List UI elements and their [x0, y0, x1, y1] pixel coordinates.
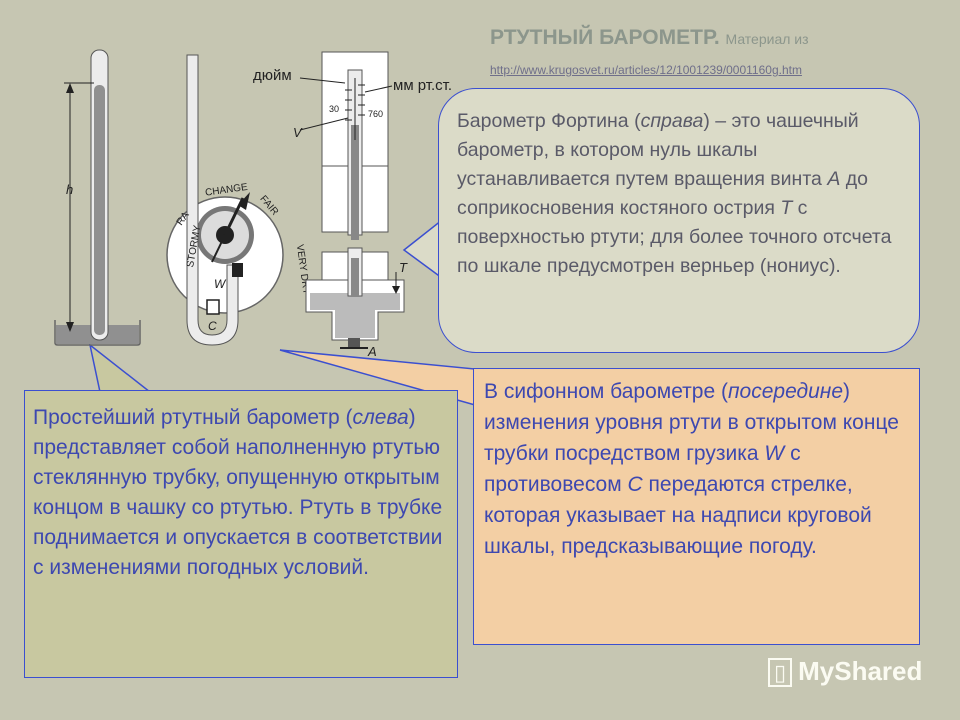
- source-link[interactable]: http://www.krugosvet.ru/articles/12/1001…: [490, 63, 802, 77]
- fortin-text-2: ) – это чашечный барометр, в котором нул…: [457, 110, 859, 190]
- fortin-description: Барометр Фортина (справа) – это чашечный…: [438, 88, 920, 353]
- fortin-text-em-1: справа: [640, 110, 704, 132]
- watermark-logo: ▯MyShared: [768, 656, 922, 687]
- label-t: T: [399, 260, 408, 275]
- fortin-text-em-3: T: [780, 197, 793, 219]
- right-bubble-tail: [402, 218, 443, 280]
- label-mm: мм рт.ст.: [393, 77, 452, 94]
- page-title: РТУТНЫЙ БАРОМЕТР. Материал из: [490, 26, 809, 50]
- title-source: Материал из: [725, 31, 809, 47]
- fortin-barometer: 30 760 дюйм мм рт.ст. V T A: [253, 51, 452, 359]
- siphon-text-em-3: C: [627, 473, 643, 496]
- simple-barometer: h: [54, 49, 141, 346]
- watermark-text: MyShared: [798, 656, 923, 686]
- siphon-text-4: передаются стрелке, которая указывает на…: [484, 473, 872, 558]
- siphon-text-em-2: W: [764, 442, 785, 465]
- siphon-text-em-1: посередине: [727, 380, 844, 403]
- label-c: C: [208, 319, 217, 333]
- simple-barometer-description: Простейший ртутный барометр (слева) пред…: [24, 390, 458, 678]
- title-text: РТУТНЫЙ БАРОМЕТР: [490, 26, 714, 49]
- fortin-text-1: Барометр Фортина (: [457, 110, 641, 132]
- label-h: h: [66, 182, 73, 197]
- label-a: A: [367, 344, 377, 359]
- fortin-text-3: до соприкосновения костяного острия: [457, 168, 868, 219]
- tick-30: 30: [329, 104, 339, 114]
- tick-760: 760: [368, 109, 383, 119]
- label-w: W: [214, 277, 227, 291]
- siphon-text-2: ) изменения уровня ртути в открытом конц…: [484, 380, 899, 465]
- label-inch: дюйм: [253, 67, 292, 84]
- siphon-text-3: с противовесом: [484, 442, 801, 496]
- simple-text-em-1: слева: [352, 406, 409, 429]
- fortin-text-em-2: A: [827, 168, 841, 190]
- title-dot: .: [713, 26, 720, 49]
- fortin-text-4: с поверхностью ртути; для более точного …: [457, 197, 892, 277]
- left-box-tail: [88, 343, 153, 393]
- simple-text-1: Простейший ртутный барометр (: [33, 406, 353, 429]
- siphon-barometer: CHANGE FAIR VERY DRY STORMY RA W C: [166, 54, 312, 346]
- siphon-barometer-description: В сифонном барометре (посередине) измене…: [473, 368, 920, 645]
- label-v: V: [293, 125, 303, 140]
- dial-change: CHANGE: [204, 182, 248, 199]
- siphon-text-1: В сифонном барометре (: [484, 380, 728, 403]
- simple-text-2: ) представляет собой наполненную ртутью …: [33, 406, 443, 579]
